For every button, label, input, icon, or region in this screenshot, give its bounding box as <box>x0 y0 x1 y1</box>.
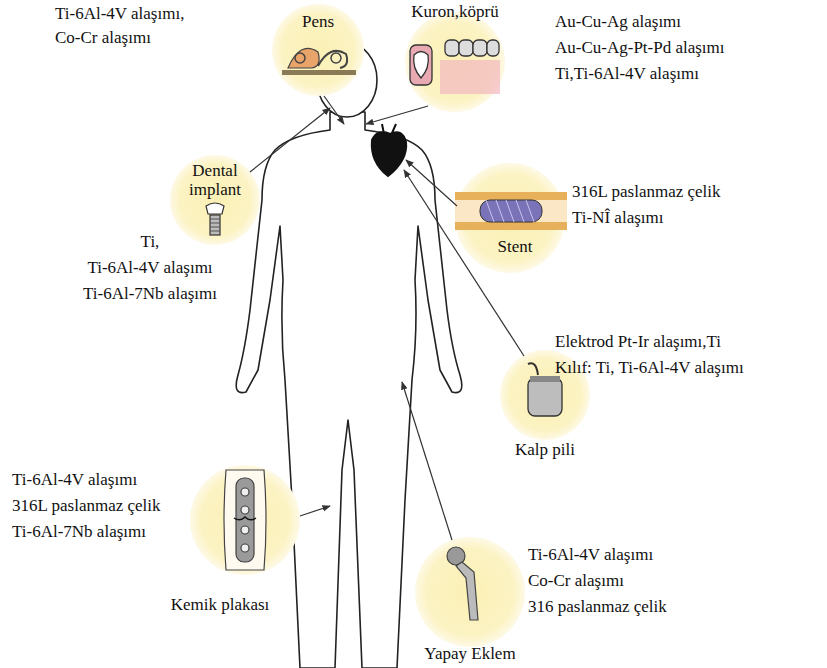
material-label: Elektrod Pt-Ir alaşımı,Ti <box>555 332 721 352</box>
material-label: Ti-NÎ alaşımı <box>572 208 663 228</box>
callout-circle: Dental implant <box>170 155 260 245</box>
callout-circles <box>170 4 590 647</box>
callout-circle: Stent <box>455 163 565 273</box>
material-label: Ti-6Al-7Nb alaşımı <box>12 522 146 542</box>
material-label: 316L paslanmaz çelik <box>12 496 161 516</box>
callout-circle: Pens <box>272 4 364 96</box>
material-label: Au-Cu-Ag-Pt-Pd alaşımı <box>555 38 725 58</box>
implant-name: Stent <box>475 237 555 256</box>
callout-circle: Kemik plakası <box>190 465 300 575</box>
implant-name: Kalp pili <box>485 440 605 459</box>
material-label: Ti,Ti-6Al-4V alaşımı <box>555 64 699 84</box>
braces-icon <box>282 48 356 75</box>
callout-circle: Kuron,köprü <box>405 12 505 112</box>
material-label: Co-Cr alaşımı <box>528 571 624 591</box>
implant-name: Kemik plakası <box>140 595 300 614</box>
material-label: 316 paslanmaz çelik <box>528 597 667 617</box>
material-label: Ti-6Al-4V alaşımı, <box>55 4 184 24</box>
heart-icon <box>372 124 406 176</box>
material-label: Co-Cr alaşımı <box>55 28 151 48</box>
callout-circle: Yapay Eklem <box>415 537 525 647</box>
material-label: Ti-6Al-4V alaşımı <box>528 545 653 565</box>
stent-icon <box>455 192 567 230</box>
material-label: Ti-6Al-4V alaşımı <box>87 258 212 278</box>
bone-plate-icon <box>224 470 266 570</box>
leader-lines <box>250 96 524 540</box>
dental-implant-icon <box>206 203 224 235</box>
hip-joint-icon <box>447 547 478 620</box>
material-label: Ti-6Al-4V alaşımı <box>12 470 137 490</box>
material-label: 316L paslanmaz çelik <box>572 182 721 202</box>
implant-name: Kuron,köprü <box>380 2 530 21</box>
implant-name: Yapay Eklem <box>395 644 545 663</box>
material-label: Kılıf: Ti, Ti-6Al-4V alaşımı <box>555 358 744 378</box>
implant-name: Pens <box>252 12 384 31</box>
material-label: Ti-6Al-7Nb alaşımı <box>83 284 217 304</box>
material-label: Au-Cu-Ag alaşımı <box>555 12 681 32</box>
implant-name: Dental implant <box>178 161 252 199</box>
material-label: Ti, <box>141 232 160 252</box>
crown-bridge-icon <box>410 40 500 94</box>
